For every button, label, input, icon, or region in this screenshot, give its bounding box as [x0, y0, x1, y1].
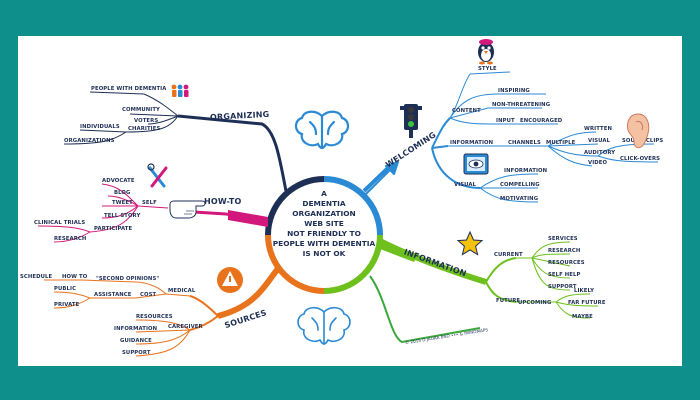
- center-line-5: NOT FRIENDLY TO: [287, 229, 361, 238]
- information-resources: RESOURCES: [548, 260, 585, 266]
- welcoming-motivating: MOTIVATING: [500, 196, 538, 202]
- information-far-future: FAR FUTURE: [568, 300, 606, 306]
- welcoming-video: VIDEO: [588, 160, 607, 166]
- traffic-light-icon: [400, 104, 422, 138]
- branch-title-organizing: ORGANIZING: [210, 110, 270, 122]
- howto-tell-story: TELL STORY: [104, 213, 140, 219]
- sources-support: SUPPORT: [122, 350, 151, 356]
- information-likely: LIKELY: [574, 288, 594, 294]
- howto-advocate: ADVOCATE: [102, 178, 135, 184]
- penguin-icon: [478, 39, 494, 65]
- welcoming-non-threatening: NON-THREATENING: [492, 102, 550, 108]
- welcoming-input: INPUT: [496, 118, 515, 124]
- sources-medical: MEDICAL: [168, 288, 196, 294]
- howto-clinical-trials: CLINICAL TRIALS: [34, 220, 85, 226]
- sources-cost: COST: [140, 292, 157, 298]
- mind-map-canvas: A DEMENTIA ORGANIZATION WEB SITE NOT FRI…: [18, 36, 682, 366]
- sources-public: PUBLIC: [54, 286, 76, 292]
- howto-tweet: TWEET: [112, 200, 133, 206]
- people-icon: [171, 84, 189, 97]
- information-research: RESEARCH: [548, 248, 580, 254]
- organizing-voters: VOTERS: [134, 118, 158, 124]
- welcoming-compelling: COMPELLING: [500, 182, 540, 188]
- warning-triangle-icon: [217, 267, 243, 293]
- branch-sources: [44, 264, 283, 357]
- pointing-hand-icon: [169, 200, 206, 219]
- sources-information: INFORMATION: [114, 326, 157, 332]
- tools-icon: [147, 163, 168, 188]
- welcoming-visual: VISUAL: [588, 138, 611, 144]
- organizing-people-with-dementia: PEOPLE WITH DEMENTIA: [91, 86, 167, 92]
- arrow-icon: [363, 161, 399, 197]
- center-line-3: ORGANIZATION: [292, 209, 355, 218]
- ear-icon: [627, 113, 650, 149]
- branch-title-howto: HOW-TO: [204, 197, 242, 206]
- welcoming-written: WRITTEN: [584, 126, 612, 132]
- welcoming-channels: CHANNELS: [508, 140, 541, 146]
- howto-band: [228, 210, 268, 227]
- branch-bottom: [369, 275, 481, 344]
- information-band: [380, 243, 418, 262]
- center-line-1: A: [321, 189, 327, 198]
- organizing-charities: CHARITIES: [128, 126, 160, 132]
- organizing-organizations: ORGANIZATIONS: [64, 138, 115, 144]
- sources-caregiver: CAREGIVER: [168, 324, 203, 330]
- information-future: FUTURE: [496, 298, 520, 304]
- branch-information: [378, 238, 599, 319]
- welcoming-information: INFORMATION: [450, 140, 493, 146]
- howto-self: SELF: [142, 200, 157, 206]
- information-services: SERVICES: [548, 236, 578, 242]
- sources-guidance: GUIDANCE: [120, 338, 152, 344]
- howto-blog: BLOG: [114, 190, 130, 196]
- center-line-2: DEMENTIA: [302, 199, 346, 208]
- howto-participate: PARTICIPATE: [94, 226, 132, 232]
- information-maybe: MAYBE: [572, 314, 593, 320]
- welcoming-multiple: MULTIPLE: [546, 140, 576, 146]
- welcoming-content: CONTENT: [452, 108, 481, 114]
- information-self-help: SELF HELP: [548, 272, 580, 278]
- organizing-community: COMMUNITY: [122, 107, 160, 113]
- branch-welcoming: [362, 71, 659, 203]
- welcoming-encouraged: ENCOURAGED: [520, 118, 563, 124]
- sources-assistance: ASSISTANCE: [94, 292, 132, 298]
- welcoming-click-overs: CLICK-OVERS: [620, 156, 660, 162]
- star-icon: [456, 230, 484, 256]
- welcoming-style: STYLE: [478, 66, 497, 72]
- information-current: CURRENT: [494, 252, 523, 258]
- welcoming-auditory: AUDITORY: [584, 150, 615, 156]
- brain-icon: [294, 110, 350, 150]
- branch-organizing: [63, 91, 288, 192]
- mind-map: A DEMENTIA ORGANIZATION WEB SITE NOT FRI…: [20, 39, 663, 357]
- screen-eye-icon: [463, 153, 489, 175]
- brain-outline-icon: [297, 306, 351, 345]
- information-support: SUPPORT: [548, 284, 577, 290]
- welcoming-visual-information: INFORMATION: [504, 168, 547, 174]
- center-line-4: WEB SITE: [304, 219, 344, 228]
- copyright-text: © 2015 D JAURA BND ••• & IMINDMAPS: [405, 327, 489, 345]
- sources-second-opinions: "SECOND OPINIONS": [96, 276, 159, 282]
- sources-resources: RESOURCES: [136, 314, 173, 320]
- organizing-individuals: INDIVIDUALS: [80, 124, 120, 130]
- central-node: A DEMENTIA ORGANIZATION WEB SITE NOT FRI…: [265, 176, 383, 294]
- welcoming-inspiring: INSPIRING: [498, 88, 530, 94]
- center-line-7: IS NOT OK: [303, 249, 346, 258]
- branch-title-information: INFORMATION: [403, 247, 468, 278]
- sources-how-to: HOW TO: [62, 274, 88, 280]
- information-upcoming: UPCOMING: [518, 300, 551, 306]
- center-line-6: PEOPLE WITH DEMENTIA: [273, 239, 376, 248]
- sources-schedule: SCHEDULE: [20, 274, 53, 280]
- howto-research: RESEARCH: [54, 236, 86, 242]
- welcoming-visual-node: VISUAL: [454, 182, 477, 188]
- sources-private: PRIVATE: [54, 302, 80, 308]
